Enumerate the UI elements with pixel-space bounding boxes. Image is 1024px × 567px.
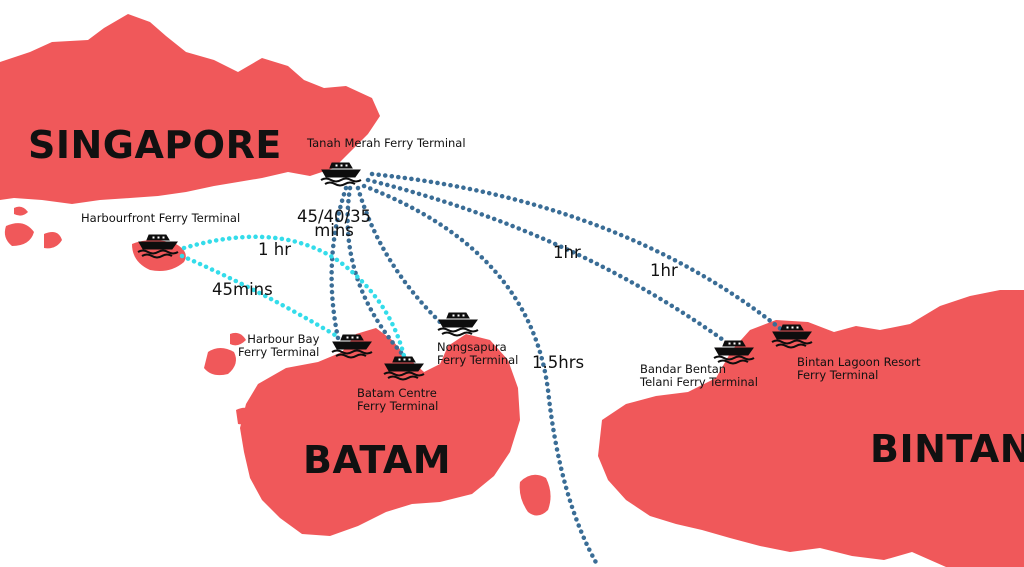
small-island: [44, 232, 62, 249]
duration-tanah-merah-bandar-bentan: 1hr: [553, 243, 581, 262]
route-harbourfront-harbour-bay: [179, 253, 343, 341]
harbourfront-routes: [179, 234, 407, 359]
duration-tanah-merah-batam: 45/40/35 mins: [297, 208, 371, 239]
terminal-label-harbourfront: Harbourfront Ferry Terminal: [81, 211, 241, 225]
terminal-label-tanah-merah: Tanah Merah Ferry Terminal: [307, 136, 466, 150]
terminal-label-line: Bandar Bentan: [640, 362, 727, 376]
route-tanah-merah-harbour-bay: [329, 185, 349, 341]
batam-landmass: [240, 328, 520, 536]
route-tanah-merah-nongsapura: [355, 185, 445, 327]
duration-tanah-merah-south: 1.5hrs: [532, 353, 585, 372]
small-island: [204, 348, 236, 376]
region-label-bintan: BINTAN: [870, 427, 1024, 471]
terminal-label-line: Bintan Lagoon Resort: [797, 355, 921, 369]
small-island: [519, 474, 551, 516]
duration-harbourfront-harbour-bay: 45mins: [212, 280, 273, 299]
duration-line: mins: [314, 221, 354, 240]
land-layer: [0, 14, 1024, 567]
route-tanah-merah-bintan-lagoon: [369, 171, 785, 333]
region-label-singapore: SINGAPORE: [28, 123, 282, 167]
small-island: [4, 223, 34, 246]
terminal-label-line: Ferry Terminal: [797, 368, 879, 382]
terminal-label-harbour-bay: Harbour Bay Ferry Terminal: [238, 333, 319, 359]
terminal-label-batam-centre: Batam Centre Ferry Terminal: [357, 387, 438, 413]
bintan-landmass: [598, 290, 1024, 567]
route-tanah-merah-batam-centre: [345, 185, 407, 359]
terminal-label-line: Ferry Terminal: [238, 345, 320, 359]
terminal-label-line: Batam Centre: [357, 386, 437, 400]
terminal-label-line: Ferry Terminal: [357, 399, 439, 413]
terminal-label-bandar-bentan: Bandar Bentan Telani Ferry Terminal: [640, 363, 758, 389]
terminal-label-nongsapura: Nongsapura Ferry Terminal: [437, 341, 518, 367]
duration-tanah-merah-bintan-lagoon: 1hr: [650, 261, 678, 280]
route-harbourfront-batam-centre: [181, 234, 407, 359]
duration-harbourfront-batam-centre: 1 hr: [258, 240, 291, 259]
duration-line: 45/40/35: [297, 207, 372, 226]
route-tanah-merah-bandar-bentan: [365, 177, 729, 345]
region-label-batam: BATAM: [303, 438, 452, 482]
terminal-label-line: Harbour Bay: [247, 332, 320, 346]
terminal-label-line: Telani Ferry Terminal: [640, 375, 758, 389]
small-island: [230, 332, 246, 346]
singapore-landmass: [0, 14, 380, 204]
ferry-icon: [437, 312, 479, 337]
route-tanah-merah-south: [361, 183, 601, 567]
tanah-merah-routes: [329, 171, 785, 567]
terminal-label-line: Ferry Terminal: [437, 353, 519, 367]
small-island: [14, 206, 28, 216]
terminal-label-line: Nongsapura: [437, 340, 507, 354]
terminal-label-bintan-lagoon: Bintan Lagoon Resort Ferry Terminal: [797, 356, 920, 382]
